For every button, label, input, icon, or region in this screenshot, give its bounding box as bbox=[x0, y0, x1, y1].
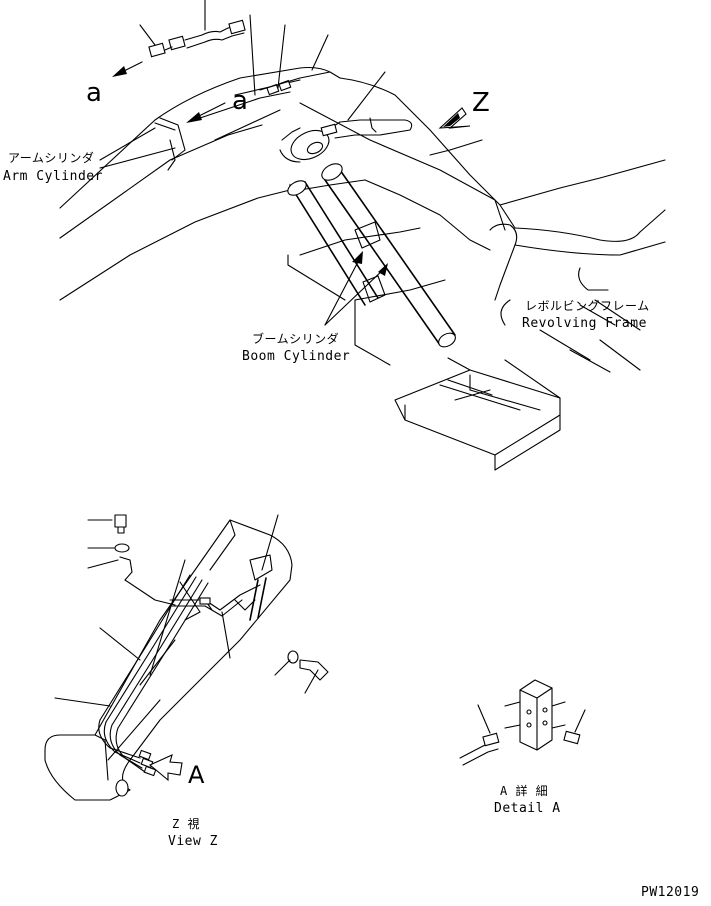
boom-cylinder-label-jp: ブームシリンダ bbox=[252, 332, 340, 346]
view-z-illustration bbox=[44, 514, 329, 801]
arm-cylinder-label-jp: アームシリンダ bbox=[8, 151, 95, 165]
boom-assembly-illustration bbox=[59, 0, 666, 471]
arrow-a-left-label: a bbox=[86, 78, 102, 108]
revolving-frame-label-en: Revolving Frame bbox=[522, 316, 647, 331]
view-z-label-en: View Z bbox=[168, 834, 218, 849]
arrow-a-mid-label: a bbox=[232, 86, 248, 116]
arrow-z-label: Z bbox=[472, 88, 490, 118]
boom-cylinder-label-en: Boom Cylinder bbox=[242, 349, 351, 364]
arrow-A-label: A bbox=[188, 761, 205, 789]
drawing-code: PW12019 bbox=[641, 885, 700, 900]
detail-a-illustration bbox=[459, 679, 586, 766]
detail-a-label-jp: A 詳 細 bbox=[500, 784, 549, 798]
arm-cylinder-label-en: Arm Cylinder bbox=[3, 169, 103, 184]
revolving-frame-label-jp: レボルビングフレーム bbox=[525, 299, 650, 313]
detail-a-label-en: Detail A bbox=[494, 801, 561, 816]
view-z-label-jp: Z 視 bbox=[172, 817, 200, 831]
